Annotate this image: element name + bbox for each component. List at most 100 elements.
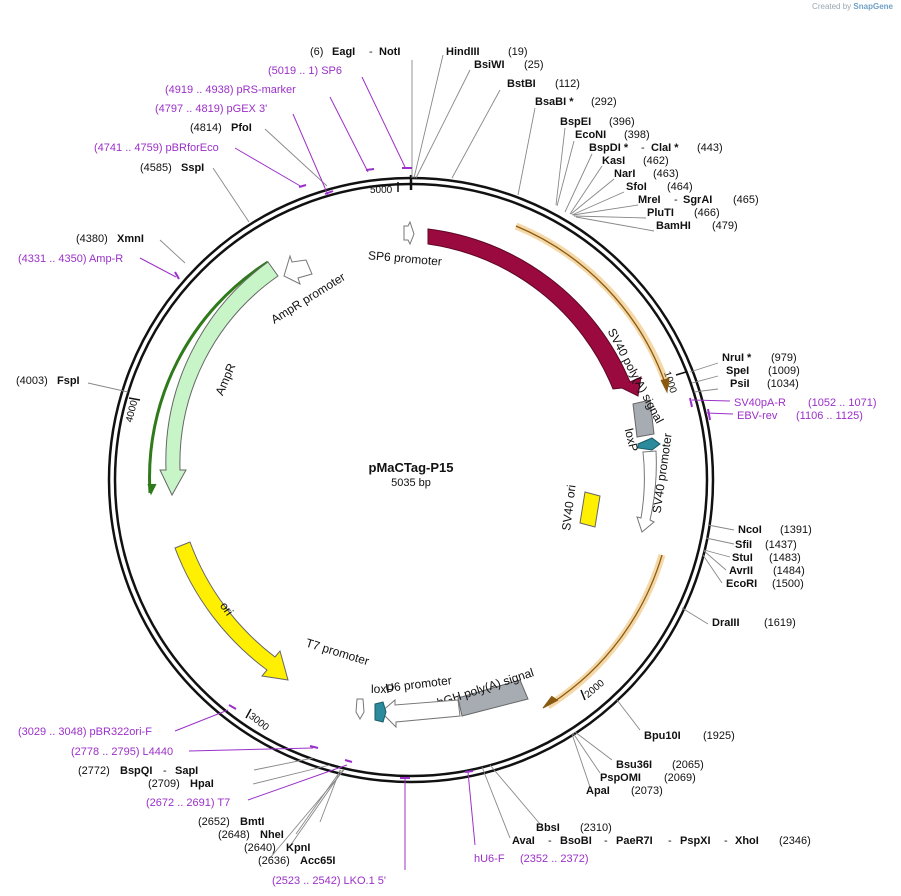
loxp-right-label: loxP — [622, 427, 641, 453]
bsobi-name[interactable]: BsoBI — [560, 835, 592, 847]
nari-name[interactable]: NarI — [614, 168, 635, 180]
ampr-highlight-head — [147, 483, 157, 496]
orf-highlight-bottom-line — [551, 554, 663, 704]
bamhi-name[interactable]: BamHI — [656, 220, 691, 232]
avai-sep4: - — [724, 835, 728, 847]
apai-pos: (2073) — [631, 785, 663, 797]
sv40pa-r-name[interactable]: SV40pA-R — [734, 397, 786, 409]
ncoi-name[interactable]: NcoI — [738, 524, 762, 536]
sv40-promoter-arrow[interactable] — [636, 450, 657, 533]
apai-name[interactable]: ApaI — [586, 785, 610, 797]
orf-highlight-top-line — [515, 225, 665, 381]
sv40-ori-block[interactable] — [579, 491, 601, 528]
nrui-name[interactable]: NruI * — [722, 352, 752, 364]
t7-promoter-arrow[interactable] — [355, 698, 365, 721]
sv40-polya-block[interactable] — [632, 399, 655, 438]
noti-name[interactable]: NotI — [379, 46, 400, 58]
loxp-bottom[interactable] — [374, 701, 387, 723]
kasi-name[interactable]: KasI — [602, 155, 625, 167]
ecori-name[interactable]: EcoRI — [726, 578, 757, 590]
bmti-pos: (2652) — [198, 816, 230, 828]
pfoi-pos: (4814) — [190, 122, 222, 134]
plasmid-name: pMaCTag-P15 — [369, 460, 454, 475]
mirfp670-arrow[interactable] — [427, 228, 642, 397]
u6-promoter-arrow[interactable] — [380, 698, 461, 729]
bmti-name[interactable]: BmtI — [240, 816, 264, 828]
nhei-name[interactable]: NheI — [260, 829, 284, 841]
pbr322ori-f-primer[interactable]: (3029 .. 3048) pBR322ori-F — [18, 726, 152, 738]
ebv-rev-name[interactable]: EBV-rev — [737, 410, 778, 422]
sv40-ori-label: SV40 ori — [559, 484, 579, 531]
loxp-right[interactable] — [637, 437, 661, 451]
bpu10i-name[interactable]: Bpu10I — [644, 730, 681, 742]
bsu36i-pos: (2065) — [672, 759, 704, 771]
t7-primer[interactable]: (2672 .. 2691) T7 — [146, 797, 230, 809]
bsabi-name[interactable]: BsaBI * — [535, 96, 574, 108]
bsiwi-pos: (25) — [524, 59, 544, 71]
pbrforeco-primer[interactable]: (4741 .. 4759) pBRforEco — [94, 142, 219, 154]
orf-highlight-bottom — [546, 554, 666, 709]
xmni-pos: (4380) — [76, 233, 108, 245]
kpni-name[interactable]: KpnI — [286, 842, 310, 854]
acc65i-name[interactable]: Acc65I — [300, 855, 335, 867]
bstbi-pos: (112) — [555, 78, 580, 90]
sfoi-pos: (464) — [667, 181, 693, 193]
stui-name[interactable]: StuI — [732, 552, 753, 564]
pfoi-name[interactable]: PfoI — [231, 122, 252, 134]
sp6-promoter-arrow[interactable] — [403, 220, 415, 246]
bbsi-pos: (2310) — [580, 822, 612, 834]
acc65i-pos: (2636) — [258, 855, 290, 867]
bspdi-name[interactable]: BspDI * — [589, 142, 629, 154]
bbsi-name[interactable]: BbsI — [536, 822, 560, 834]
mrei-name[interactable]: MreI — [638, 194, 661, 206]
ampr-arrow[interactable] — [159, 261, 279, 497]
xmni-name[interactable]: XmnI — [117, 233, 144, 245]
sfii-name[interactable]: SfiI — [735, 539, 752, 551]
spei-name[interactable]: SpeI — [726, 365, 749, 377]
bsabi-pos: (292) — [591, 96, 617, 108]
tick-3000-mark — [245, 708, 252, 719]
credit-brand: SnapGene — [853, 2, 893, 11]
sspi-name[interactable]: SspI — [181, 162, 204, 174]
draiii-name[interactable]: DraIII — [712, 617, 740, 629]
bsiwi-name[interactable]: BsiWI — [474, 59, 505, 71]
nari-pos: (463) — [653, 168, 679, 180]
l4440-primer[interactable]: (2778 .. 2795) L4440 — [71, 746, 173, 758]
pluti-name[interactable]: PluTI — [647, 207, 674, 219]
bspei-name[interactable]: BspEI — [560, 116, 591, 128]
amp-r-primer[interactable]: (4331 .. 4350) Amp-R — [18, 253, 123, 265]
ori-arrow[interactable] — [174, 541, 289, 681]
clai-name[interactable]: ClaI * — [651, 142, 679, 154]
eagi-name[interactable]: EagI — [332, 46, 355, 58]
pgex3-primer[interactable]: (4797 .. 4819) pGEX 3' — [155, 103, 267, 115]
hpai-name[interactable]: HpaI — [190, 778, 214, 790]
fspi-name[interactable]: FspI — [57, 375, 80, 387]
hindiii-name[interactable]: HindIII — [446, 46, 480, 58]
sfii-pos: (1437) — [765, 539, 797, 551]
ampr-promoter-arrow[interactable] — [283, 254, 313, 285]
bsu36i-name[interactable]: Bsu36I — [616, 759, 652, 771]
bgh-polya-block[interactable] — [457, 679, 529, 717]
bstbi-name[interactable]: BstBI — [507, 78, 536, 90]
pspxi-name[interactable]: PspXI — [680, 835, 711, 847]
sfoi-name[interactable]: SfoI — [626, 181, 647, 193]
sapi-name[interactable]: SapI — [175, 765, 198, 777]
psii-name[interactable]: PsiI — [730, 378, 750, 390]
paer7i-name[interactable]: PaeR7I — [616, 835, 653, 847]
bamhi-pos: (479) — [712, 220, 738, 232]
avrii-name[interactable]: AvrII — [729, 565, 753, 577]
prs-marker-primer[interactable]: (4919 .. 4938) pRS-marker — [165, 84, 296, 96]
hu6-f-name[interactable]: hU6-F — [474, 853, 505, 865]
bspqi-name[interactable]: BspQI — [120, 765, 152, 777]
econi-name[interactable]: EcoNI — [575, 129, 606, 141]
bspqi-sep: - — [163, 765, 167, 777]
avai-name[interactable]: AvaI — [512, 835, 535, 847]
xhoi-name[interactable]: XhoI — [735, 835, 759, 847]
lko1-primer[interactable]: (2523 .. 2542) LKO.1 5' — [272, 875, 386, 887]
sp6-primer[interactable]: (5019 .. 1) SP6 — [268, 65, 342, 77]
pspomi-name[interactable]: PspOMI — [600, 772, 641, 784]
avrii-pos: (1484) — [773, 565, 805, 577]
sgrai-name[interactable]: SgrAI — [683, 194, 712, 206]
hindiii-pos: (19) — [508, 46, 528, 58]
xhoi-pos: (2346) — [779, 835, 811, 847]
